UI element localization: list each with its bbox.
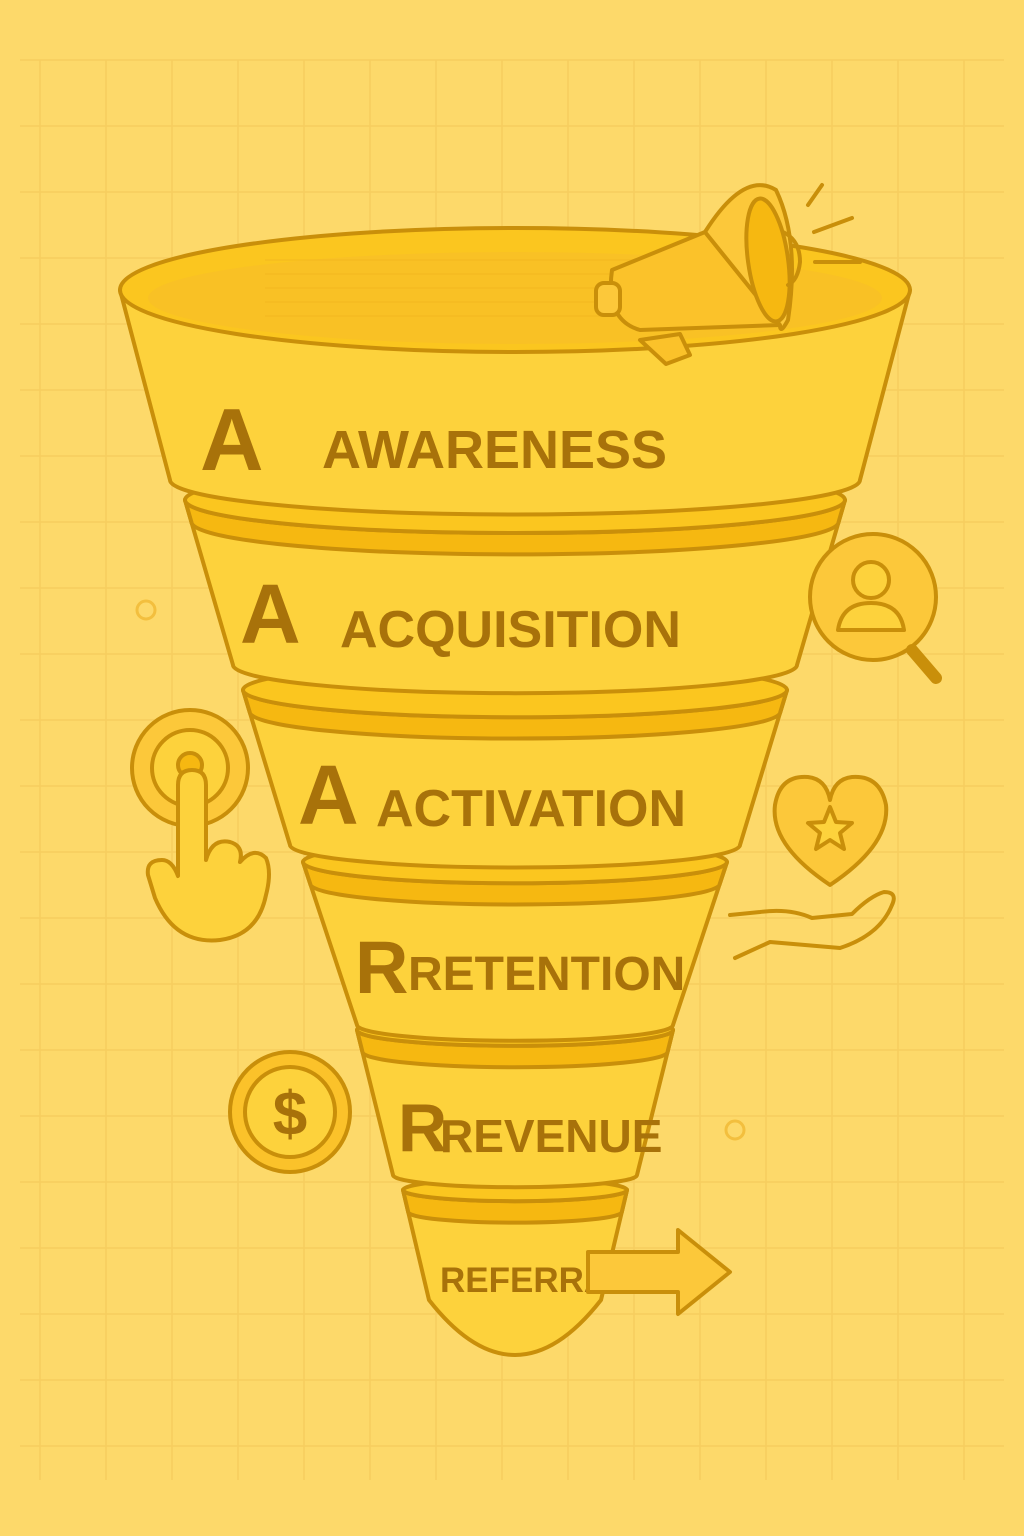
funnel-body <box>401 1188 629 1357</box>
stage-revenue: R REVENUE <box>398 1090 662 1166</box>
stage-activation: A ACTIVATION <box>298 748 686 842</box>
decorative-dots <box>135 599 746 1141</box>
stage-acquisition: A ACQUISITION <box>240 567 681 661</box>
stage-letter: A <box>240 567 301 661</box>
funnel <box>118 226 912 1357</box>
stage-letter: A <box>298 748 359 842</box>
funnel-body <box>355 1028 675 1190</box>
stage-label: RETENTION <box>408 948 685 1001</box>
heart-star-icon <box>728 774 896 960</box>
funnel-stage-2 <box>241 660 789 870</box>
stage-label: REVENUE <box>440 1110 662 1162</box>
stage-label: AWARENESS <box>322 420 667 480</box>
funnel-body <box>118 288 912 517</box>
dollar-symbol: $ <box>273 1080 307 1149</box>
funnel-stage-0 <box>118 288 912 517</box>
arrow-right-icon <box>586 1228 732 1316</box>
user-search-icon <box>808 532 942 684</box>
stage-letter: R <box>398 1090 447 1166</box>
tap-hand-icon <box>130 708 271 943</box>
dollar-coin-icon: $ <box>228 1050 352 1174</box>
stage-letter: R <box>355 926 408 1009</box>
stage-awareness: A AWARENESS <box>200 390 667 489</box>
stage-letter: A <box>200 390 264 489</box>
stage-label: ACTIVATION <box>376 780 686 838</box>
funnel-body <box>301 860 729 1043</box>
stage-retention: R RETENTION <box>355 926 685 1009</box>
stage-label: ACQUISITION <box>340 601 681 659</box>
megaphone-icon <box>594 183 862 366</box>
